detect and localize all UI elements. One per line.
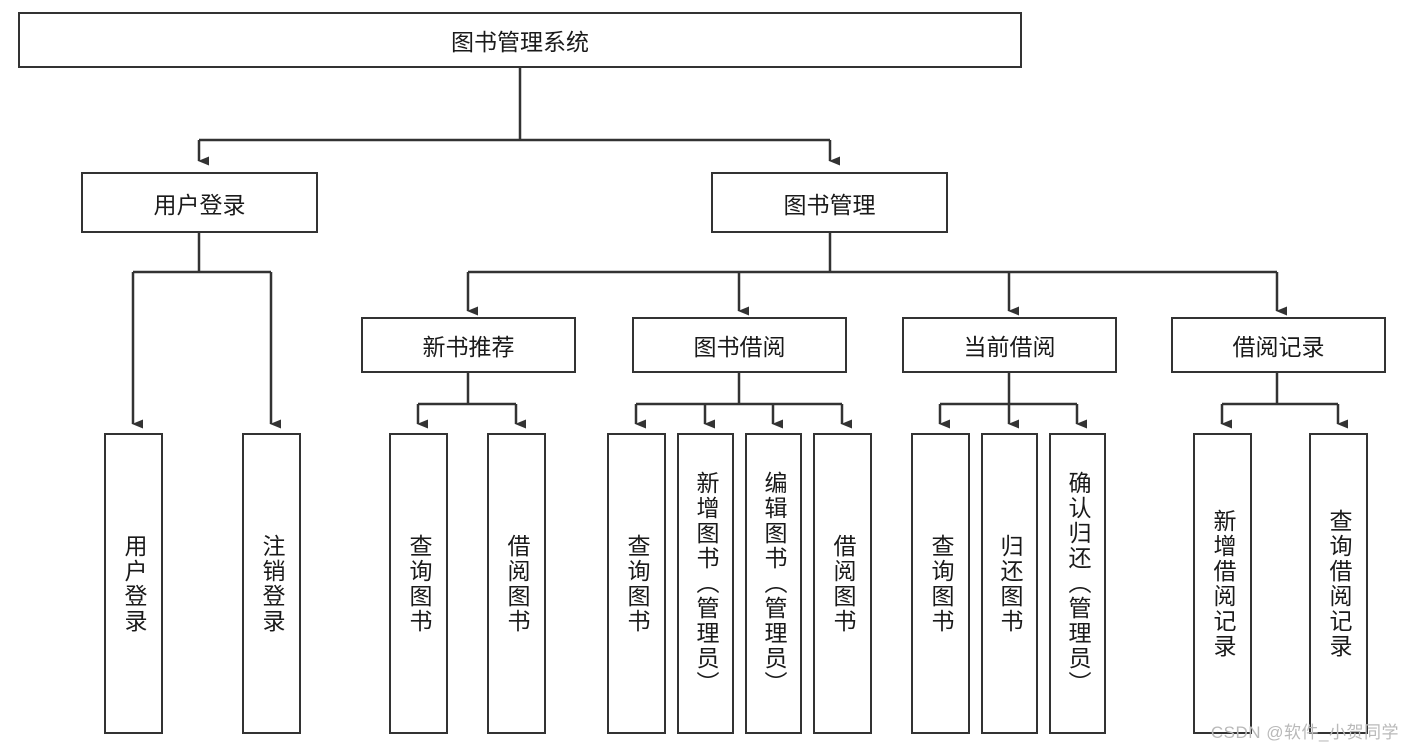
node-borrow-record[interactable]: 借阅记录	[1171, 317, 1386, 373]
node-label: 编辑图书（管理员）	[761, 471, 787, 696]
leaf-user-login-login[interactable]: 用户登录	[104, 433, 163, 734]
node-label: 查询图书	[928, 533, 954, 634]
watermark-text: CSDN @软件_小贺同学	[1210, 723, 1399, 742]
node-label: 图书借阅	[693, 334, 786, 360]
node-label: 查询图书	[406, 533, 432, 634]
leaf-user-login-logout[interactable]: 注销登录	[242, 433, 301, 734]
node-label: 新书推荐	[422, 334, 515, 360]
leaf-new-book-query[interactable]: 查询图书	[389, 433, 448, 734]
node-label: 当前借阅	[963, 334, 1056, 360]
node-label: 图书管理系统	[451, 29, 589, 55]
node-current-borrow[interactable]: 当前借阅	[902, 317, 1117, 373]
leaf-book-borrow-query[interactable]: 查询图书	[607, 433, 666, 734]
leaf-borrow-record-query[interactable]: 查询借阅记录	[1309, 433, 1368, 734]
node-label: 查询图书	[624, 533, 650, 634]
node-label: 借阅记录	[1232, 334, 1325, 360]
node-user-login[interactable]: 用户登录	[81, 172, 318, 233]
leaf-book-borrow-edit[interactable]: 编辑图书（管理员）	[745, 433, 802, 734]
node-root-system[interactable]: 图书管理系统	[18, 12, 1022, 68]
node-label: 归还图书	[997, 533, 1023, 634]
node-new-book-recommend[interactable]: 新书推荐	[361, 317, 576, 373]
node-label: 新增借阅记录	[1210, 508, 1236, 659]
leaf-borrow-record-add[interactable]: 新增借阅记录	[1193, 433, 1252, 734]
node-label: 图书管理	[783, 191, 876, 218]
leaf-current-borrow-confirm[interactable]: 确认归还（管理员）	[1049, 433, 1106, 734]
node-label: 借阅图书	[504, 533, 530, 634]
node-label: 查询借阅记录	[1326, 508, 1352, 659]
node-book-management[interactable]: 图书管理	[711, 172, 948, 233]
leaf-current-borrow-return[interactable]: 归还图书	[981, 433, 1038, 734]
leaf-new-book-borrow[interactable]: 借阅图书	[487, 433, 546, 734]
leaf-book-borrow-add[interactable]: 新增图书（管理员）	[677, 433, 734, 734]
leaf-current-borrow-query[interactable]: 查询图书	[911, 433, 970, 734]
node-label: 用户登录	[121, 533, 147, 634]
node-label: 新增图书（管理员）	[693, 471, 719, 696]
node-label: 确认归还（管理员）	[1065, 471, 1091, 696]
node-book-borrow[interactable]: 图书借阅	[632, 317, 847, 373]
node-label: 用户登录	[153, 191, 246, 218]
leaf-book-borrow-borrow[interactable]: 借阅图书	[813, 433, 872, 734]
node-label: 借阅图书	[830, 533, 856, 634]
node-label: 注销登录	[259, 533, 285, 634]
